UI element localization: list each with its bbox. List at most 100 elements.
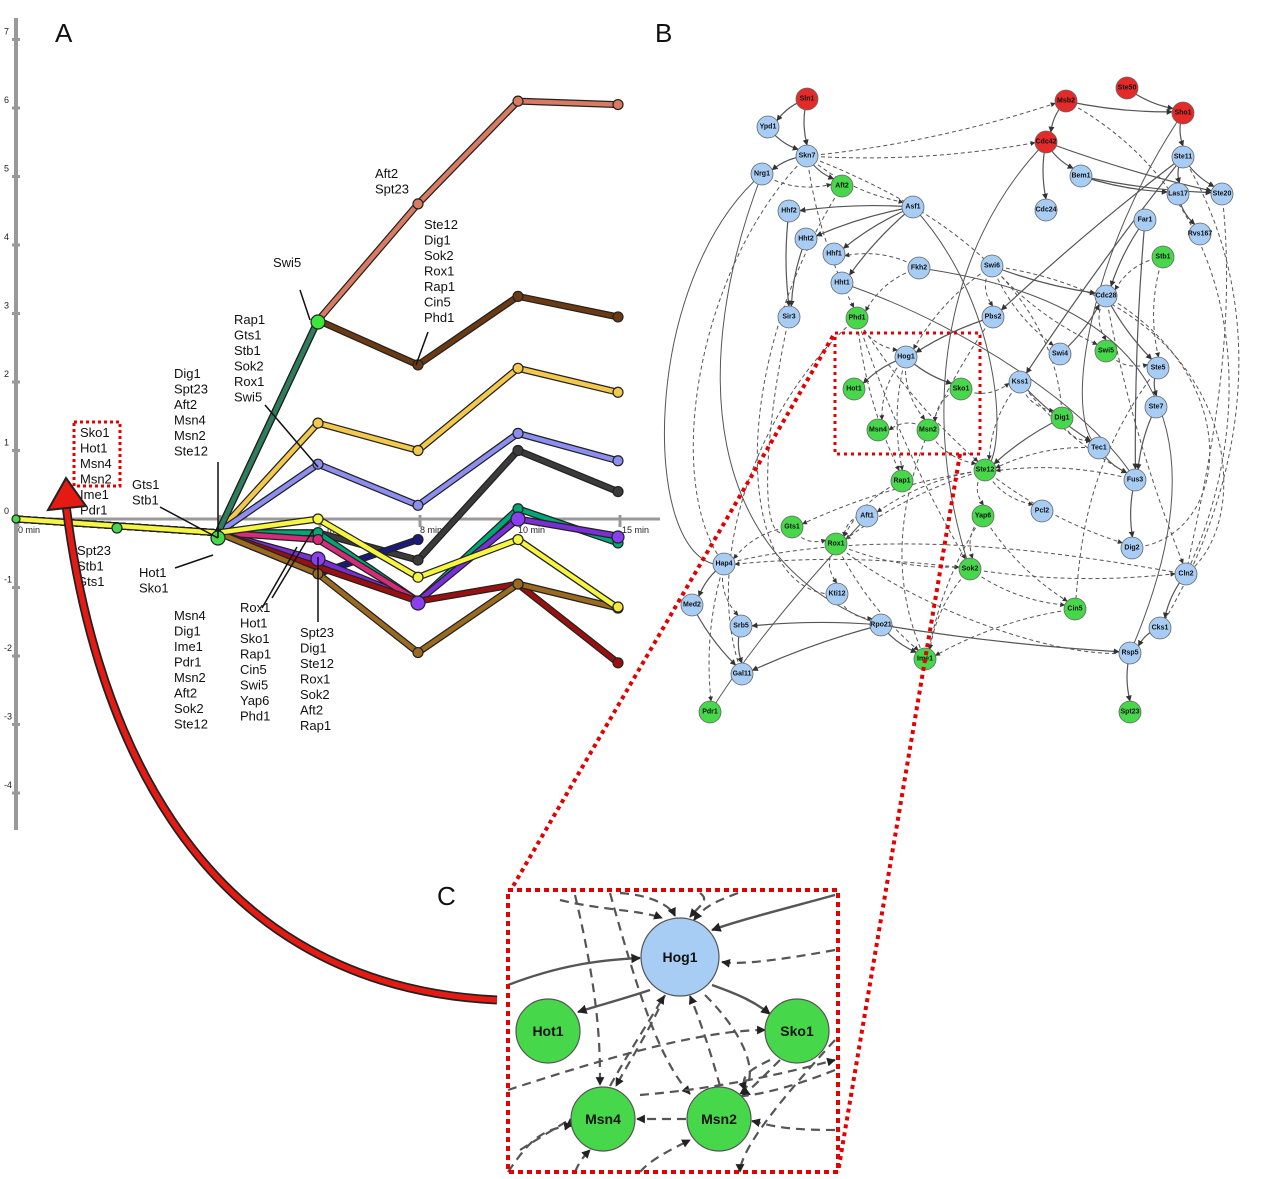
network-edge xyxy=(901,316,994,660)
node-circle xyxy=(680,593,704,617)
zoom-edge xyxy=(573,1149,591,1173)
series-point xyxy=(312,458,324,470)
node-label: Tec1 xyxy=(1091,445,1107,452)
node-circle xyxy=(795,87,819,111)
zoom-edge xyxy=(639,1057,836,1097)
zoom-edge xyxy=(711,983,771,1015)
network-nodes: Sln1Ypd1Skn7Nrg1Aft2Hhf2Asf1Hht2Hhf1Hht1… xyxy=(680,76,1234,724)
zoom-node-label: Msn2 xyxy=(701,1111,737,1127)
annotation-gene: Rap1 xyxy=(300,718,331,733)
node-circle xyxy=(842,377,866,401)
annotation-gene: Ste12 xyxy=(174,444,208,459)
node-label: Nrg1 xyxy=(754,171,770,178)
node-sln1: Sln1 xyxy=(795,87,819,111)
network-edge xyxy=(734,558,971,570)
zoom-edge xyxy=(721,948,836,968)
node-far1: Far1 xyxy=(1133,208,1157,232)
network-edge xyxy=(995,447,1100,469)
zoom-edge xyxy=(577,988,651,1014)
series-point xyxy=(312,513,324,525)
node-circle xyxy=(981,305,1005,329)
panel-b-label: B xyxy=(655,18,672,48)
node-label: Msn2 xyxy=(919,427,937,434)
network-edge xyxy=(835,543,919,651)
y-tick-label: 0 xyxy=(4,506,9,516)
node-label: Hap4 xyxy=(715,561,732,568)
node-label: Srb5 xyxy=(733,623,749,630)
node-circle xyxy=(869,613,893,637)
series-point xyxy=(512,290,524,302)
node-label: Rap1 xyxy=(893,478,910,485)
node-stb1: Stb1 xyxy=(1151,245,1175,269)
node-sho1: Sho1 xyxy=(1171,101,1195,125)
node-circle xyxy=(750,162,774,186)
zoom-edge xyxy=(735,1039,836,1173)
node-label: Ste12 xyxy=(976,467,995,474)
network-edge xyxy=(1000,156,1184,311)
annotation-gene: Spt23 xyxy=(375,182,409,197)
annotation-gene: Msn2 xyxy=(174,670,206,685)
node-dig1: Dig1 xyxy=(1050,406,1074,430)
zoom-node-msn2: Msn2 xyxy=(686,1086,752,1152)
annotation-gene: Spt23 xyxy=(300,625,334,640)
network-edge xyxy=(806,102,1056,157)
network-edge xyxy=(991,265,1054,346)
zoom-edge xyxy=(688,995,722,1087)
node-bem1: Bem1 xyxy=(1069,164,1093,188)
network-edge xyxy=(1019,381,1128,474)
network-edge xyxy=(856,317,900,471)
annotation-gene: Msn2 xyxy=(174,428,206,443)
node-hht2: Hht2 xyxy=(794,227,818,251)
node-label: Cdc42 xyxy=(1035,139,1056,146)
node-label: Ste50 xyxy=(1118,85,1137,92)
node-label: Swi6 xyxy=(984,263,1000,270)
node-circle xyxy=(824,532,848,556)
network-edge xyxy=(969,568,1066,608)
zoom-node-label: Hot1 xyxy=(532,1023,563,1039)
node-label: Aft1 xyxy=(860,513,874,520)
node-circle xyxy=(825,582,849,606)
zoom-edge xyxy=(519,1117,575,1151)
node-asf1: Asf1 xyxy=(901,195,925,219)
annotation-gene: Stb1 xyxy=(132,493,159,508)
network-edge xyxy=(1132,219,1146,470)
zoom-edge xyxy=(559,898,663,920)
node-circle xyxy=(845,306,869,330)
annotation-gene: Sko1 xyxy=(80,425,110,440)
node-circle xyxy=(907,256,931,280)
network-edge xyxy=(721,563,739,616)
annotation-gene: Dig1 xyxy=(174,624,201,639)
node-circle xyxy=(1133,208,1157,232)
node-circle xyxy=(1166,182,1190,206)
zoom-edge xyxy=(507,1121,573,1173)
node-circle xyxy=(1171,101,1195,125)
node-circle xyxy=(1148,616,1172,640)
annotation-leaders xyxy=(159,289,429,622)
annotation-gene: Aft2 xyxy=(174,686,197,701)
network-edge xyxy=(692,155,808,565)
node-circle xyxy=(1030,499,1054,523)
node-label: Sln1 xyxy=(800,96,815,103)
node-circle xyxy=(1087,436,1111,460)
series-point xyxy=(412,198,424,210)
node-cin5: Cin5 xyxy=(1063,597,1087,621)
node-circle xyxy=(1171,145,1195,169)
zoom-edge xyxy=(507,953,641,987)
node-label: Gal11 xyxy=(733,671,752,678)
node-label: Stb1 xyxy=(1155,254,1170,261)
annotation-gene: Gts1 xyxy=(132,477,159,492)
node-label: Med2 xyxy=(683,602,701,609)
node-aft2: Aft2 xyxy=(830,174,854,198)
annotation-gene: Swi5 xyxy=(273,255,301,270)
node-label: Cdc28 xyxy=(1095,293,1116,300)
network-edge xyxy=(849,206,914,276)
node-circle xyxy=(777,305,801,329)
node-label: Rvs167 xyxy=(1188,231,1213,238)
node-label: Hhf2 xyxy=(781,208,797,215)
annotation-gene: Aft2 xyxy=(375,166,398,181)
y-tick-label: 4 xyxy=(4,232,9,242)
node-label: Rpo21 xyxy=(870,622,892,629)
node-ste7: Ste7 xyxy=(1144,395,1168,419)
annotation-gene: Sko1 xyxy=(240,631,270,646)
